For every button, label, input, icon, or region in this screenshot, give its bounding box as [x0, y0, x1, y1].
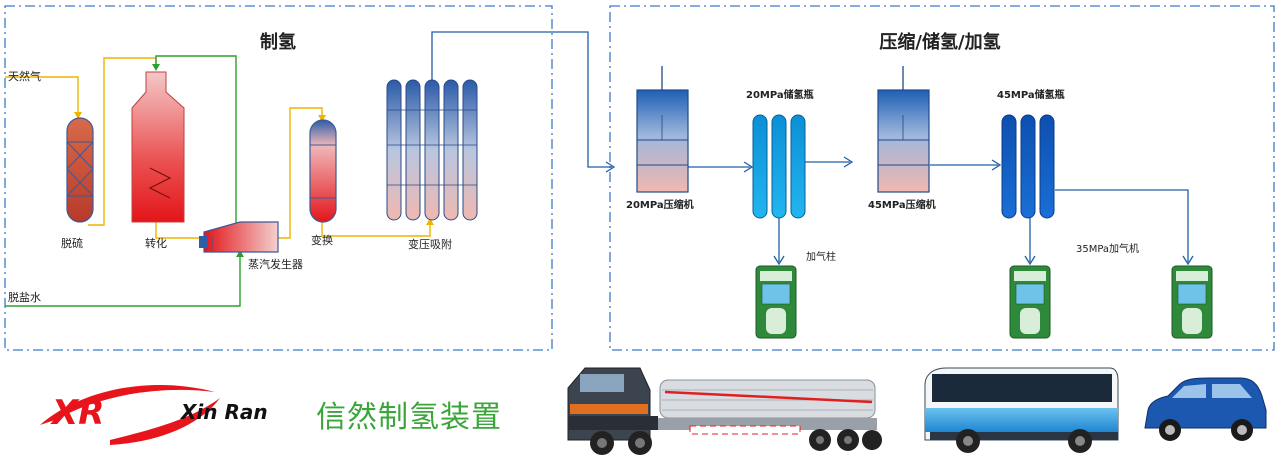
label-compressor-45: 45MPa压缩机: [868, 198, 936, 211]
storage-20mpa-cylinders: [752, 114, 806, 219]
logo-mark: XR: [50, 393, 104, 433]
arrowhead: [236, 250, 244, 257]
label-compressor-20: 20MPa压缩机: [626, 198, 694, 211]
arrowhead: [773, 255, 785, 266]
natural-gas-line: [5, 76, 79, 115]
steam-generator: [199, 221, 279, 253]
dispenser-unit-1: [755, 265, 797, 339]
arrowhead: [843, 156, 854, 168]
label-reforming: 转化: [145, 236, 167, 250]
label-desalted-water: 脱盐水: [8, 290, 41, 304]
label-dispenser-35: 35MPa加气机: [1076, 242, 1139, 255]
desalted-water-line: [5, 254, 241, 307]
arrowhead: [152, 64, 160, 71]
production-section-title: 制氢: [260, 31, 296, 53]
storage-frame: [609, 5, 1275, 351]
arrowhead: [74, 112, 82, 119]
label-natural-gas: 天然气: [8, 69, 41, 83]
label-psa: 变压吸附: [408, 237, 452, 251]
shift-reactor: [309, 119, 337, 223]
hydrogen-tube-trailer-truck: [560, 360, 882, 467]
to-shift-line: [278, 107, 323, 239]
desulfurizer-vessel: [66, 117, 94, 223]
to-psa-line: [321, 222, 431, 237]
label-storage-20: 20MPa储氢瓶: [746, 88, 814, 101]
production-frame: [4, 5, 553, 351]
arrowhead: [991, 159, 1002, 171]
storage-45mpa-cylinders: [1001, 114, 1055, 219]
hydrogen-bus: [924, 367, 1119, 453]
arrowhead: [743, 161, 754, 173]
steam-loop-line: [155, 55, 237, 238]
arrowhead: [1182, 255, 1194, 266]
storage-section-title: 压缩/储氢/加氢: [879, 31, 1000, 53]
psa-columns: [386, 79, 478, 221]
label-steam-generator: 蒸汽发生器: [248, 257, 303, 271]
reformed-gas-line: [155, 222, 205, 239]
label-shift: 变换: [311, 233, 333, 247]
label-dispenser: 加气柱: [806, 250, 836, 263]
dispenser-unit-3: [1171, 265, 1213, 339]
line-to-dispenser-3: [1055, 189, 1189, 262]
arrowhead: [605, 161, 616, 173]
xinran-logo: XR Xin Ran: [40, 384, 268, 445]
reformer-furnace: [131, 71, 185, 223]
label-storage-45: 45MPa储氢瓶: [997, 88, 1065, 101]
compressor-20mpa: [636, 89, 689, 193]
label-desulfurization: 脱硫: [61, 236, 83, 250]
logo-name: Xin Ran: [179, 400, 268, 424]
arrowhead: [1024, 255, 1036, 266]
arrowhead: [318, 115, 326, 122]
hydrogen-out-line: [431, 31, 612, 168]
hydrogen-car: [1144, 377, 1267, 441]
arrowhead: [426, 218, 434, 225]
brand-tagline: 信然制氢装置: [316, 400, 502, 435]
dispenser-unit-2: [1009, 265, 1051, 339]
compressor-45mpa: [877, 89, 930, 193]
